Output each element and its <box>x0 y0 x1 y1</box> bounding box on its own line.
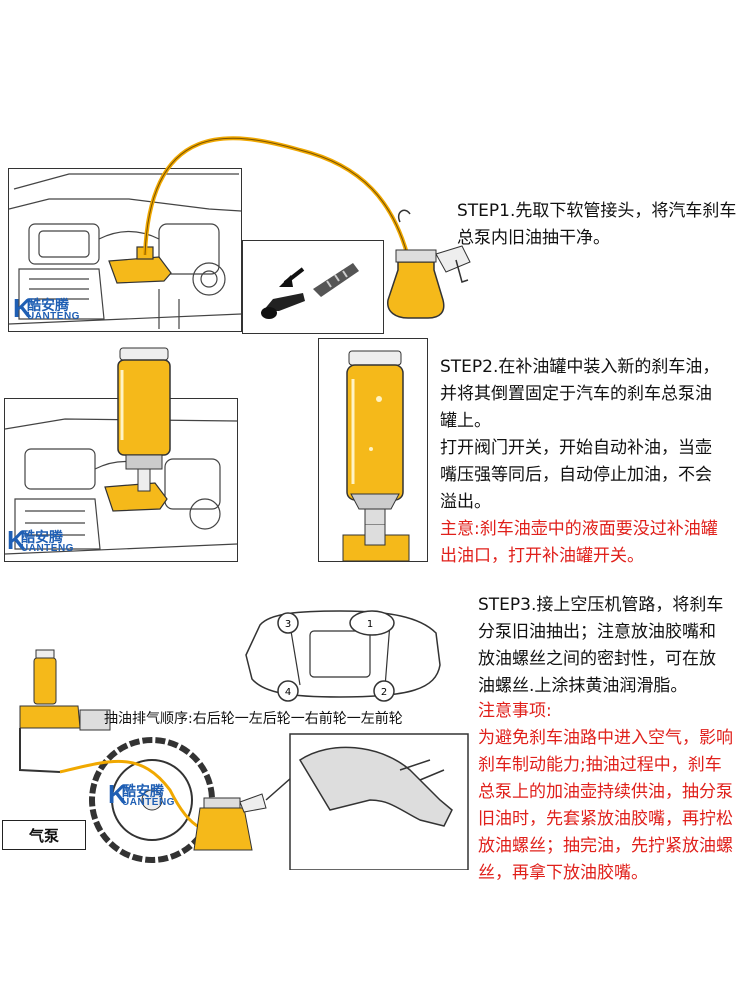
step2-line-1: STEP2.在补油罐中装入新的刹车油， <box>440 357 720 377</box>
step3-line-1: STEP3.接上空压机管路，将刹车 <box>478 595 724 615</box>
step3-note-line-5: 放油螺丝；抽完油，先拧紧放油螺 <box>478 836 733 856</box>
engine-bay-drawing <box>9 173 241 329</box>
step2-line-5: 嘴压强等同后，自动停止加油，不会 <box>440 465 712 485</box>
wheel-number-1: 1 <box>367 619 373 630</box>
step2-note-line-1: 主意:刹车油壶中的液面要没过补油罐 <box>440 519 718 539</box>
step2-line-4: 打开阀门开关，开始自动补油，当壶 <box>440 438 712 458</box>
brand-logo-en-2: UANTENG <box>21 543 74 554</box>
brand-logo: K 酷安腾 UANTENG <box>13 293 83 327</box>
brand-logo-letter: K <box>13 293 32 323</box>
hose-connector-drawing <box>261 263 359 319</box>
step1-line-1: STEP1.先取下软管接头，将汽车刹车 <box>457 201 737 221</box>
brand-logo-en-3: UANTENG <box>122 797 175 808</box>
brand-logo-cn-3: 酷安腾 <box>122 783 164 799</box>
brand-logo-letter-3: K <box>108 779 127 809</box>
step2-bottle-closeup <box>318 338 428 562</box>
step3-note-line-6: 丝，再拿下放油胶嘴。 <box>478 863 648 883</box>
brand-logo-cn: 酷安腾 <box>27 297 69 313</box>
step2-line-6: 溢出。 <box>440 492 491 512</box>
step3-brake-system-diagram <box>19 649 469 870</box>
step1-engine-image: K 酷安腾 UANTENG <box>8 168 242 332</box>
engine-bay-drawing-2 <box>5 418 237 555</box>
step2-refill-bottle-on-engine <box>117 347 171 492</box>
brand-logo-2: K 酷安腾 UANTENG <box>7 525 77 559</box>
wheel-number-3: 3 <box>285 619 291 630</box>
step3-note-line-2: 刹车制动能力;抽油过程中，刹车 <box>478 755 722 775</box>
step3-note-line-4: 旧油时，先套紧放油胶嘴，再拧松 <box>478 809 733 829</box>
brand-logo-cn-2: 酷安腾 <box>21 529 63 545</box>
bleed-sequence-label: 抽油排气顺序:右后轮一左后轮一右前轮一左前轮 <box>104 711 403 727</box>
step1-line-2: 总泵内旧油抽干净。 <box>457 228 610 248</box>
step3-line-4: 油螺丝.上涂抹黄油润滑脂。 <box>478 676 688 696</box>
step3-note-title: 注意事项: <box>478 701 552 721</box>
brand-logo-en: UANTENG <box>27 311 80 322</box>
wheel-number-2: 2 <box>381 687 387 698</box>
step3-note-line-3: 总泵上的加油壶持续供油，抽分泵 <box>478 782 733 802</box>
step3-notes: 注意事项: 为避免刹车油路中进入空气，影响 刹车制动能力;抽油过程中，刹车 总泵… <box>478 698 746 887</box>
step3-bottle <box>193 793 267 851</box>
step1-hose-and-bottle <box>143 136 471 319</box>
brand-logo-letter-2: K <box>7 525 26 555</box>
step3-line-2: 分泵旧油抽出；注意放油胶嘴和 <box>478 622 716 642</box>
car-top-view-diagram: 1 2 3 4 <box>245 610 441 702</box>
step2-instructions: STEP2.在补油罐中装入新的刹车油， 并将其倒置固定于汽车的刹车总泵油 罐上。… <box>440 354 746 570</box>
step3-line-3: 放油螺丝之间的密封性，可在放 <box>478 649 716 669</box>
refill-bottle-closeup-drawing <box>342 350 410 561</box>
brand-logo-3: K 酷安腾 UANTENG <box>108 779 178 813</box>
master-cylinder-bottle <box>19 649 111 731</box>
wheel-number-4: 4 <box>285 687 291 698</box>
step3-note-line-1: 为避免刹车油路中进入空气，影响 <box>478 728 733 748</box>
step1-instructions: STEP1.先取下软管接头，将汽车刹车 总泵内旧油抽干净。 <box>457 198 747 252</box>
step2-note-line-2: 出油口，打开补油罐开关。 <box>440 546 644 566</box>
step2-line-2: 并将其倒置固定于汽车的刹车总泵油 <box>440 384 712 404</box>
step2-line-3: 罐上。 <box>440 411 491 431</box>
step3-instructions: STEP3.接上空压机管路，将刹车 分泵旧油抽出；注意放油胶嘴和 放油螺丝之间的… <box>478 592 746 700</box>
step1-hose-connector-inset <box>242 240 384 334</box>
air-pump-label: 气泵 <box>2 820 86 850</box>
